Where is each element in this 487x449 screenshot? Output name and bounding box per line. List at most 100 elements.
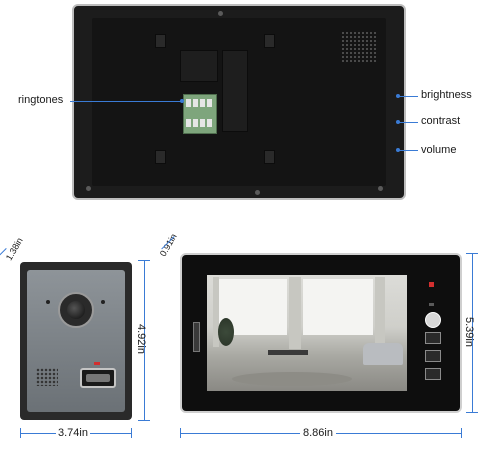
screen-plant-image	[218, 318, 234, 346]
grille-hole	[362, 56, 364, 58]
contrast-leader-dot	[396, 120, 400, 124]
grille-hole	[366, 36, 368, 38]
brightness-leader-line	[398, 96, 418, 97]
camera-indicator-led	[94, 362, 100, 365]
grille-hole	[346, 60, 348, 62]
grille-hole	[370, 32, 372, 34]
grille-hole	[374, 60, 376, 62]
mount-clip	[155, 34, 166, 48]
cam-height-label: 4.92in	[134, 324, 147, 354]
grille-hole	[362, 40, 364, 42]
grille-hole	[342, 32, 344, 34]
terminal-block-icon	[183, 94, 217, 134]
grille-hole	[370, 48, 372, 50]
contrast-leader-line	[398, 122, 418, 123]
grille-hole	[362, 36, 364, 38]
call-button-face	[86, 374, 110, 382]
monitor-screen	[207, 275, 407, 391]
grille-hole	[354, 56, 356, 58]
grille-hole	[350, 52, 352, 54]
cam-height-line	[144, 260, 145, 420]
grille-hole	[350, 48, 352, 50]
grille-hole	[366, 52, 368, 54]
grille-hole	[346, 36, 348, 38]
grille-hole	[346, 56, 348, 58]
volume-leader-line	[398, 150, 418, 151]
grille-hole	[374, 48, 376, 50]
grille-hole	[362, 32, 364, 34]
mon-width-tick-right	[461, 428, 462, 438]
cam-width-label: 3.74in	[56, 427, 90, 439]
volume-leader-dot	[396, 148, 400, 152]
grille-hole	[374, 36, 376, 38]
mon-width-tick-left	[180, 428, 181, 438]
ringtones-label: ringtones	[18, 94, 64, 106]
grille-hole	[366, 48, 368, 50]
screw-icon	[378, 186, 383, 191]
grille-hole	[366, 60, 368, 62]
monitor-status-led	[429, 303, 434, 306]
grille-hole	[346, 52, 348, 54]
screen-table-image	[268, 350, 308, 355]
grille-hole	[350, 60, 352, 62]
grille-hole	[354, 36, 356, 38]
mon-height-line	[472, 253, 473, 413]
mount-bracket	[222, 50, 248, 132]
mount-clip	[264, 34, 275, 48]
grille-hole	[370, 40, 372, 42]
grille-hole	[346, 32, 348, 34]
mon-height-tick-bottom	[466, 412, 478, 413]
mon-depth-label: 0.91in	[157, 231, 179, 259]
grille-hole	[374, 40, 376, 42]
mount-bracket	[180, 50, 218, 82]
grille-hole	[350, 36, 352, 38]
ringtones-leader-dot	[180, 99, 184, 103]
grille-hole	[370, 60, 372, 62]
grille-hole	[358, 60, 360, 62]
grille-hole	[354, 40, 356, 42]
grille-hole	[342, 48, 344, 50]
screen-sofa-image	[363, 343, 403, 365]
grille-hole	[362, 48, 364, 50]
brightness-leader-dot	[396, 94, 400, 98]
grille-hole	[354, 48, 356, 50]
talk-button	[425, 332, 441, 344]
grille-hole	[358, 32, 360, 34]
cam-width-tick-left	[20, 428, 21, 438]
grille-hole	[370, 36, 372, 38]
grille-hole	[362, 44, 364, 46]
grille-hole	[366, 44, 368, 46]
screw-icon	[86, 186, 91, 191]
grille-hole	[366, 56, 368, 58]
grille-hole	[346, 48, 348, 50]
grille-hole	[350, 40, 352, 42]
mount-clip	[155, 150, 166, 164]
cam-height-tick-top	[138, 260, 150, 261]
grille-hole	[366, 40, 368, 42]
screen-rug-image	[232, 372, 352, 386]
grille-hole	[362, 52, 364, 54]
grille-hole	[358, 52, 360, 54]
camera-lens-icon	[67, 301, 85, 319]
screw-icon	[218, 11, 223, 16]
grille-hole	[354, 52, 356, 54]
grille-hole	[374, 32, 376, 34]
ir-led-icon	[46, 300, 50, 304]
microphone-slot	[193, 322, 200, 352]
grille-hole	[342, 40, 344, 42]
grille-hole	[342, 36, 344, 38]
camera-speaker-icon	[36, 368, 58, 386]
grille-hole	[374, 56, 376, 58]
unlock-button	[425, 312, 441, 328]
grille-hole	[346, 40, 348, 42]
grille-hole	[342, 60, 344, 62]
monitor-indicator-led	[429, 282, 434, 287]
grille-hole	[366, 32, 368, 34]
grille-hole	[350, 32, 352, 34]
grille-hole	[370, 44, 372, 46]
mon-width-label: 8.86in	[300, 427, 336, 439]
grille-hole	[350, 56, 352, 58]
grille-hole	[354, 60, 356, 62]
grille-hole	[346, 44, 348, 46]
grille-hole	[342, 52, 344, 54]
